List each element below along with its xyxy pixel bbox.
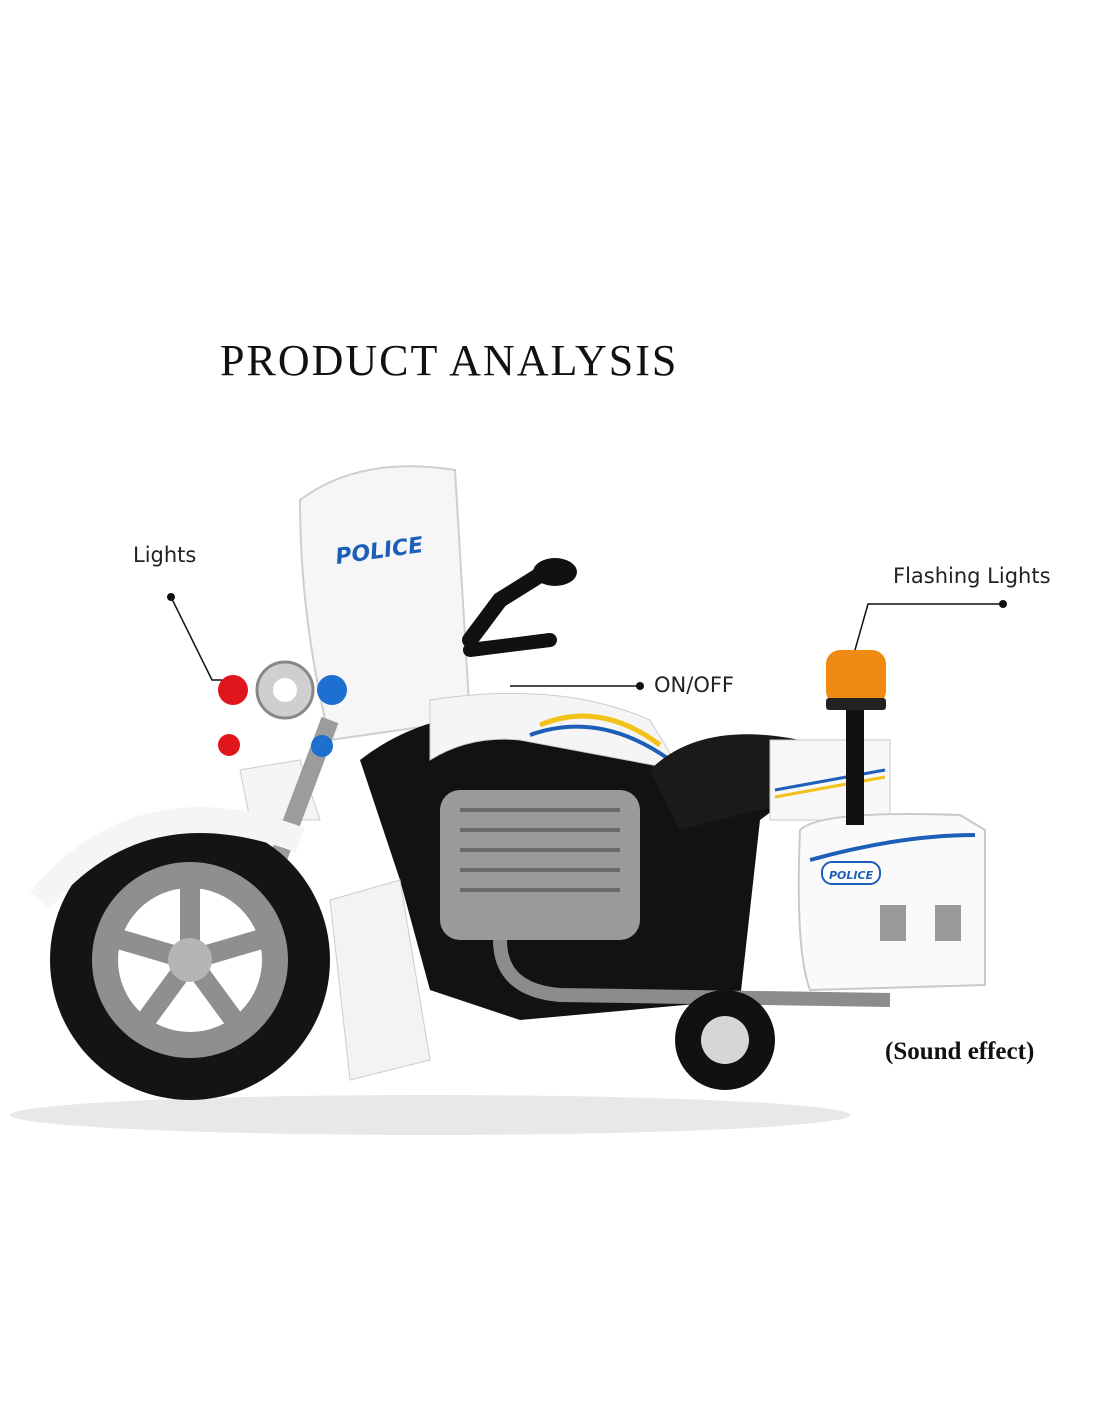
engine — [440, 790, 640, 940]
flashing-lights-callout-line — [854, 603, 1003, 651]
seat — [650, 734, 800, 830]
red-light — [218, 675, 248, 705]
side-panel — [329, 879, 431, 1081]
page-title: PRODUCT ANALYSIS — [220, 336, 679, 385]
blue-light — [317, 675, 347, 705]
flashing-light-beacon — [826, 650, 886, 705]
exhaust-pipe — [493, 939, 891, 1007]
lights-label: Lights — [133, 543, 197, 567]
sound-effect-label: (Sound effect) — [885, 1038, 1035, 1065]
saddlebag-police-decal: POLICE — [829, 869, 874, 882]
saddlebag — [797, 813, 986, 992]
lights-callout-line — [170, 596, 222, 681]
flashing-lights-label: Flashing Lights — [893, 564, 1051, 588]
handlebar — [462, 567, 548, 648]
ground-shadow — [10, 1095, 850, 1135]
on-off-label: ON/OFF — [654, 673, 735, 697]
beacon-pole — [846, 700, 864, 825]
